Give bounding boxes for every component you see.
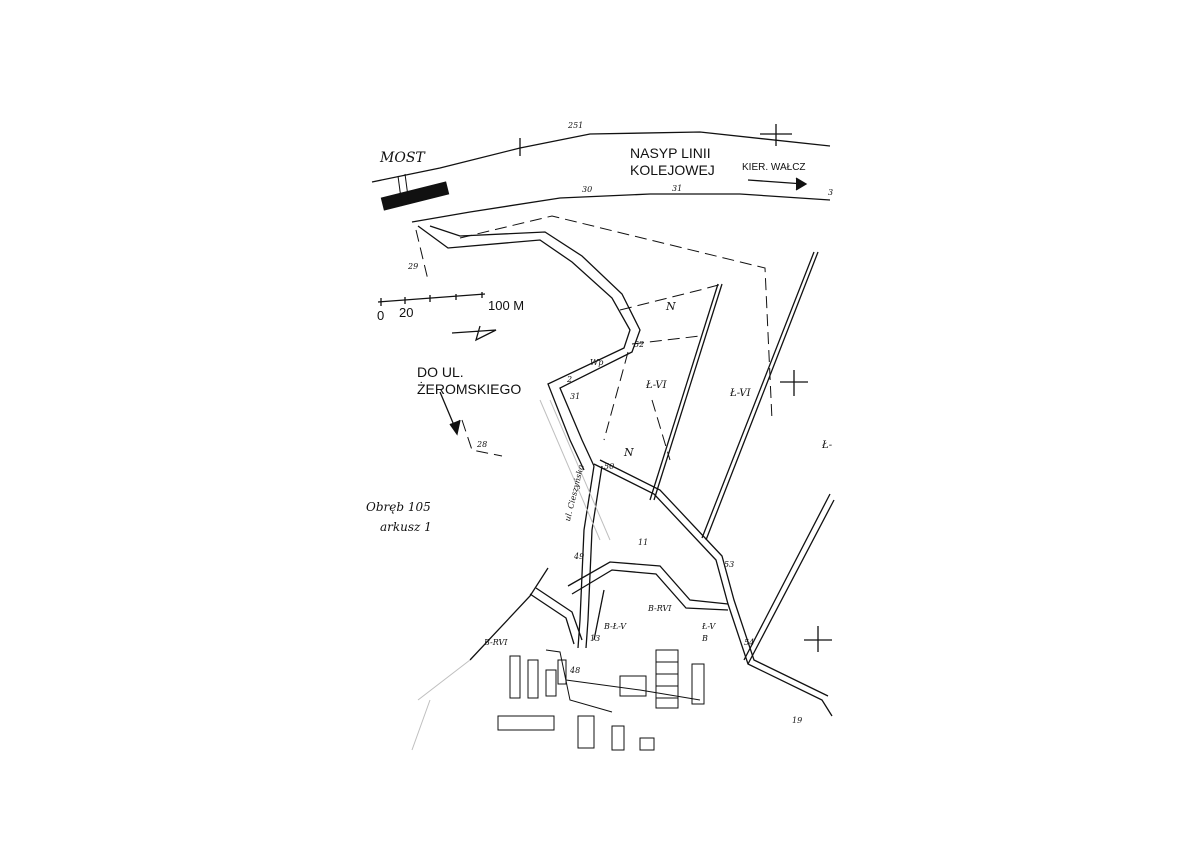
land-use-label: Ł-VI: [730, 388, 751, 399]
stream-outer: [417, 225, 631, 471]
parcel-number: 50: [604, 462, 615, 471]
parcel-number: 13: [590, 634, 601, 643]
bridge-label: MOST: [380, 150, 425, 166]
parcel-number: 53: [724, 560, 735, 569]
land-use-label: Ł-V: [702, 622, 716, 631]
precinct-label: Obręb 105: [366, 500, 431, 514]
scale-zero: 0: [377, 308, 385, 323]
parcel-number: 31: [570, 392, 581, 401]
parcel-number: 3: [828, 188, 834, 197]
land-use-label: Wp: [590, 358, 604, 367]
road-main: [593, 463, 833, 717]
bridge-block: [380, 181, 450, 211]
land-use-label: B-RVI: [484, 638, 508, 647]
parcel-number: 30: [582, 185, 593, 194]
road-cieszynska: [577, 465, 595, 649]
parcel-number: 29: [408, 262, 419, 271]
parcel-number: 11: [638, 538, 649, 547]
land-use-label: N: [624, 446, 634, 459]
embankment-label-line1: NASYP LINII: [630, 145, 711, 161]
direction-label: KIER. WAŁCZ: [742, 162, 806, 173]
parcel-number: 54: [744, 638, 755, 647]
embankment-label-line2: KOLEJOWEJ: [630, 162, 715, 178]
to-street-label-line2: ŻEROMSKIEGO: [417, 381, 522, 397]
direction-arrow: [747, 179, 805, 185]
land-use-label: B-RVI: [648, 604, 672, 613]
parcel-number: 28: [477, 440, 488, 449]
land-use-label: B-Ł-V: [604, 622, 626, 631]
embankment-top-line: [371, 131, 831, 183]
parcel-number: 48: [570, 666, 581, 675]
north-arrow: [451, 325, 497, 342]
embankment-bottom-line: [411, 193, 831, 223]
stream-inner: [429, 225, 641, 467]
scale-hundred: 100 M: [488, 298, 525, 313]
sheet-label: arkusz 1: [380, 520, 432, 534]
to-street-label-line1: DO UL.: [417, 364, 464, 380]
scale-bar-line: [377, 293, 486, 303]
land-use-label: N: [666, 300, 676, 313]
parcel-number: 49: [574, 552, 585, 561]
parcel-number: 19: [792, 716, 803, 725]
parcel-number: 31: [672, 184, 683, 193]
parcel-number: 52: [634, 340, 645, 349]
land-use-label: Ł-: [822, 440, 833, 451]
land-use-label: Ł-VI: [646, 380, 667, 391]
scale-twenty: 20: [399, 305, 414, 320]
parcel-number: 2: [567, 375, 573, 384]
parcel-number: 251: [568, 121, 584, 130]
land-use-label: B: [702, 634, 708, 643]
